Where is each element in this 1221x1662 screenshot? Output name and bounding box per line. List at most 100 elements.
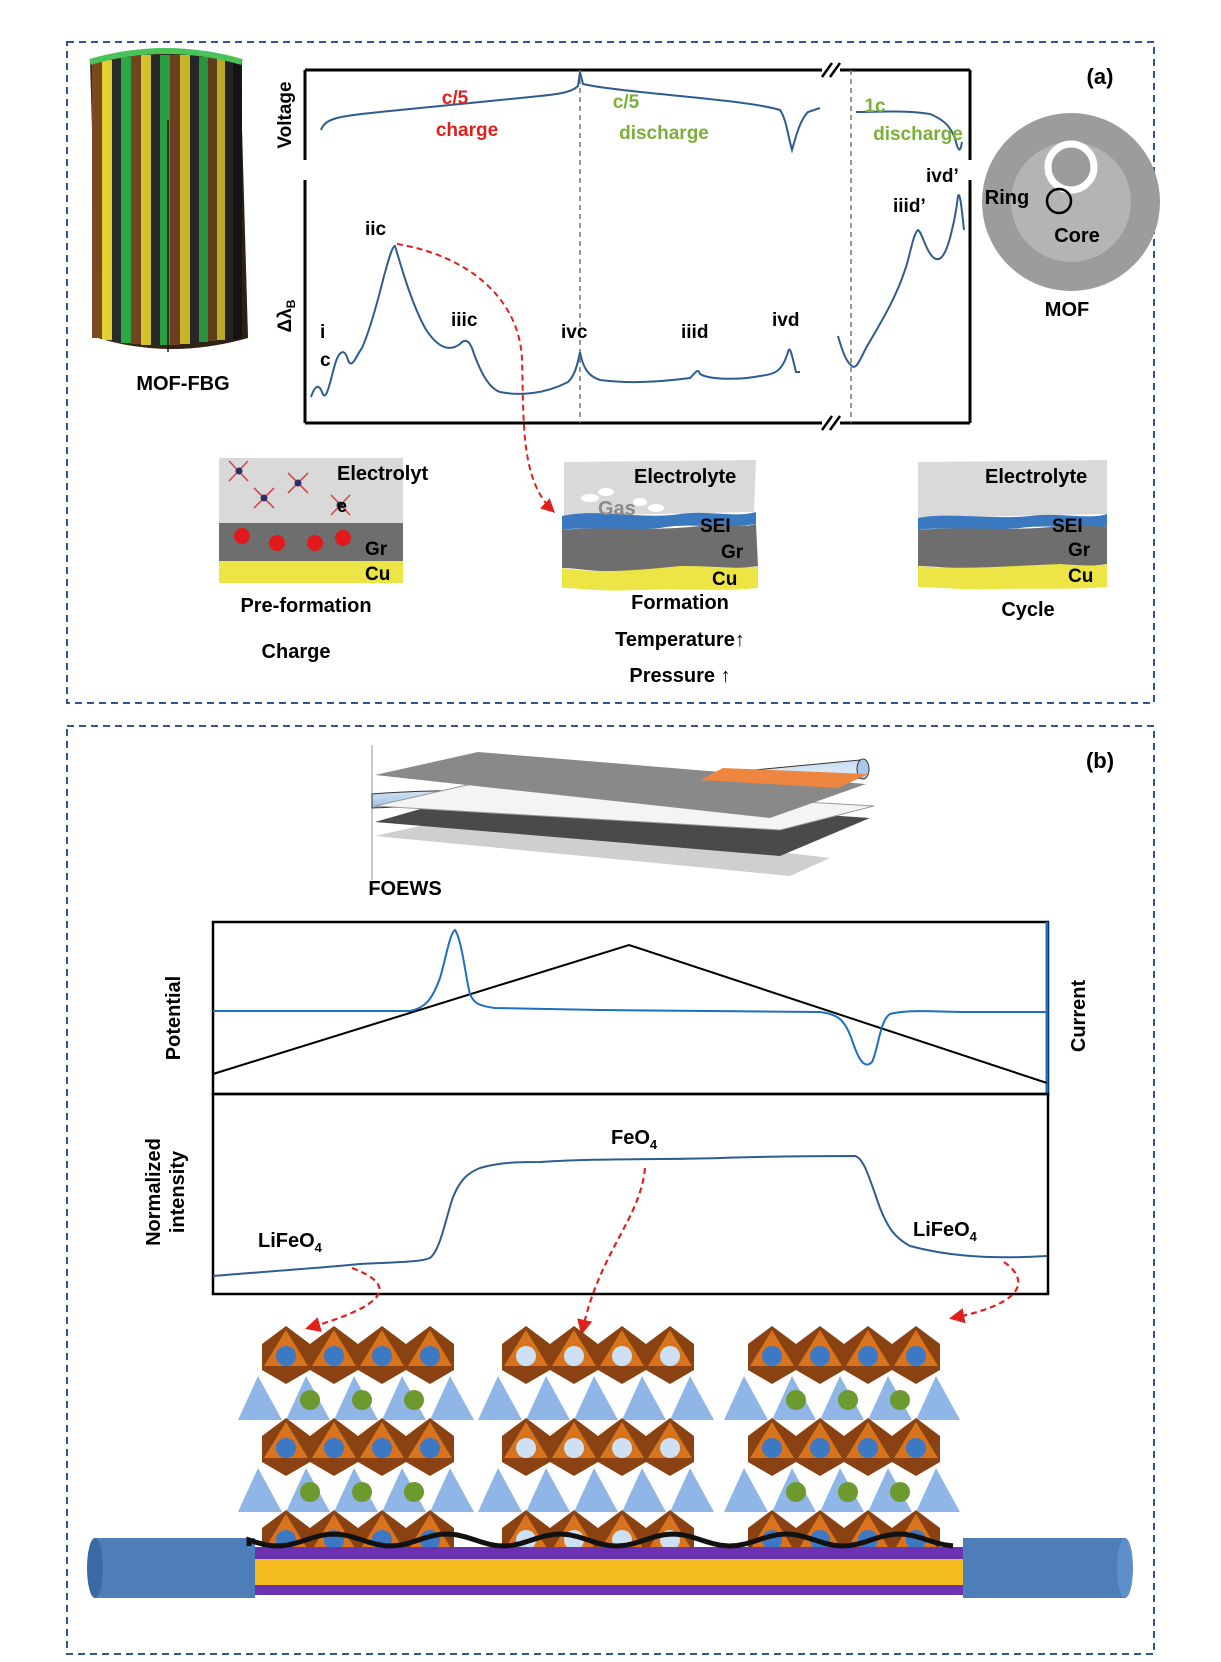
fe-site xyxy=(420,1346,440,1366)
tetrahedron xyxy=(526,1468,570,1512)
intensity-trace xyxy=(212,1154,1048,1277)
discharge-rate-label: c/5 xyxy=(613,92,640,113)
wavelength-shift-trace-1c xyxy=(851,194,965,368)
fe-site xyxy=(612,1438,632,1458)
fe-site xyxy=(762,1346,782,1366)
cycle-electrolyte-label: Electrolyte xyxy=(985,466,1087,488)
mof-ring-label: Ring xyxy=(985,187,1029,209)
pre-cu-label: Cu xyxy=(365,564,390,585)
intensity-axis-label-1: Normalized xyxy=(143,1138,165,1246)
current-axis-label: Current xyxy=(1068,980,1090,1053)
formation-pressure: Pressure ↑ xyxy=(629,665,730,687)
li-site xyxy=(786,1390,806,1410)
li-site xyxy=(786,1482,806,1502)
charge-rate-label: c/5 xyxy=(442,88,469,109)
li-site xyxy=(890,1482,910,1502)
voltage-axis-label: Voltage xyxy=(275,81,296,148)
mof-cross-section xyxy=(982,113,1160,291)
pre-electrolyte-label: Electrolyt xyxy=(337,463,428,485)
panel-b-tag: (b) xyxy=(1086,748,1114,773)
fe-site xyxy=(276,1438,296,1458)
fe-site xyxy=(324,1346,344,1366)
pre-gr-label: Gr xyxy=(365,539,388,560)
peak-iiid: iiid xyxy=(681,322,708,343)
pre-formation-title: Pre-formation xyxy=(240,595,371,617)
tetrahedron xyxy=(622,1376,666,1420)
cycle-title: Cycle xyxy=(1001,599,1054,621)
tetrahedron xyxy=(238,1468,282,1512)
fe-site xyxy=(858,1438,878,1458)
lattice-feo4-middle xyxy=(478,1326,714,1568)
li-site xyxy=(404,1482,424,1502)
stage-cycle xyxy=(918,460,1107,590)
fe-site xyxy=(372,1346,392,1366)
wavelength-shift-trace xyxy=(310,244,800,398)
fe-site xyxy=(420,1438,440,1458)
fe-site xyxy=(660,1346,680,1366)
li-site xyxy=(838,1390,858,1410)
li-site xyxy=(890,1390,910,1410)
li-site xyxy=(838,1482,858,1502)
tetrahedron xyxy=(724,1376,768,1420)
fast-discharge-label: discharge xyxy=(873,124,963,145)
cycle-cu-label: Cu xyxy=(1068,566,1093,587)
formation-title: Formation xyxy=(631,592,729,614)
charge-label: charge xyxy=(436,120,498,141)
fe-site xyxy=(564,1346,584,1366)
peak-labels: i c iic iiic ivc iiid ivd iiid’ ivd’ xyxy=(320,166,959,371)
phase-right-label: LiFeO4 xyxy=(913,1219,978,1244)
cell-label: MOF-FBG xyxy=(136,373,229,395)
fe-site xyxy=(564,1438,584,1458)
cv-plot xyxy=(211,920,1050,1096)
li-site xyxy=(352,1482,372,1502)
fe-site xyxy=(810,1438,830,1458)
voltage-trace-1c xyxy=(855,110,963,151)
tetrahedron xyxy=(238,1376,282,1420)
li-ion xyxy=(269,535,285,551)
sensor-label: FOEWS xyxy=(368,878,441,900)
cycle-sei-label: SEI xyxy=(1052,516,1083,537)
intensity-plot xyxy=(211,1092,1050,1296)
shift-axis-label: ΔλB xyxy=(275,299,298,332)
stage-pre-formation xyxy=(219,458,403,583)
mof-label: MOF xyxy=(1045,299,1089,321)
formation-temperature: Temperature↑ xyxy=(615,629,745,651)
cycle-gr-label: Gr xyxy=(1068,540,1091,561)
lattice-lifeo4-right xyxy=(724,1326,960,1568)
stage-formation xyxy=(562,460,758,591)
li-ion xyxy=(234,528,250,544)
tetrahedron xyxy=(478,1468,522,1512)
pre-formation-charge: Charge xyxy=(262,641,331,663)
tetrahedron xyxy=(670,1376,714,1420)
potential-sweep xyxy=(212,943,1048,1084)
mof-core-label: Core xyxy=(1054,225,1100,247)
fe-site xyxy=(516,1438,536,1458)
li-site xyxy=(352,1390,372,1410)
formation-gr-label: Gr xyxy=(721,542,744,563)
peak-iiid-prime: iiid’ xyxy=(893,196,926,217)
panel-b-border xyxy=(66,725,1155,1655)
intensity-axis-label-2: intensity xyxy=(167,1150,189,1233)
fe-site xyxy=(276,1346,296,1366)
tetrahedron xyxy=(430,1468,474,1512)
tetrahedron xyxy=(430,1376,474,1420)
potential-axis-label: Potential xyxy=(163,976,185,1060)
phase-left-label: LiFeO4 xyxy=(258,1230,323,1255)
formation-cu-label: Cu xyxy=(712,569,737,590)
fiber-sensor xyxy=(87,1531,1133,1598)
formation-arrow xyxy=(396,243,556,513)
li-site xyxy=(404,1390,424,1410)
tetrahedron xyxy=(670,1468,714,1512)
lattice-structures xyxy=(238,1326,960,1568)
phase-arrows xyxy=(305,1167,1020,1336)
panel-a-border xyxy=(66,41,1155,704)
pouch-cell-sensor xyxy=(371,745,875,880)
fe-site xyxy=(372,1438,392,1458)
peak-i: i xyxy=(320,322,325,343)
fe-site xyxy=(858,1346,878,1366)
formation-sei-label: SEI xyxy=(700,516,731,537)
li-site xyxy=(300,1482,320,1502)
interface-wavy-line xyxy=(246,1531,954,1549)
li-site xyxy=(300,1390,320,1410)
fe-site xyxy=(762,1438,782,1458)
